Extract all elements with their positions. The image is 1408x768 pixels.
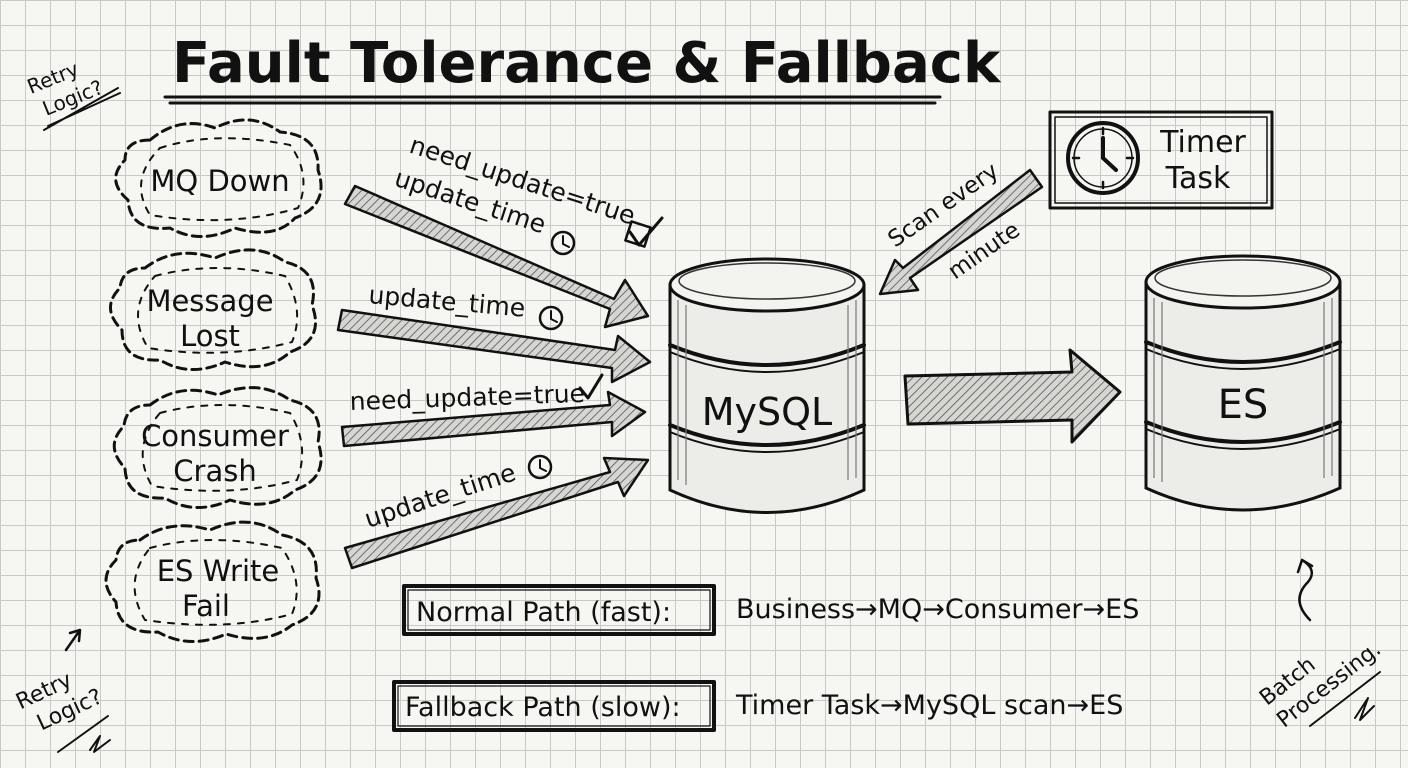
failure-es-write-fail-line1: ES Write: [157, 554, 280, 588]
failure-message-lost-line2: Lost: [180, 319, 240, 353]
batch-note: Batch Processing.: [1255, 637, 1386, 733]
clock-icon: [538, 305, 564, 331]
mysql-database: MySQL: [668, 257, 866, 514]
batch-underline: [1309, 671, 1381, 727]
arrow-lost-to-mysql: [336, 308, 652, 384]
timer-task-box: Timer Task: [1048, 110, 1274, 210]
retry-bottom-arrow: [64, 628, 82, 652]
fallback-path-label: Fallback Path (slow):: [405, 692, 681, 723]
arrow-eswrite-to-mysql: [343, 456, 650, 570]
arrow-mq-to-mysql: [343, 184, 650, 329]
clock-icon: [527, 454, 553, 480]
clock-icon: [550, 230, 576, 256]
es-label: ES: [1218, 382, 1269, 428]
failure-message-lost: Message Lost: [109, 248, 317, 372]
arrow-timer-to-mysql: [878, 168, 1044, 296]
normal-path-label: Normal Path (fast):: [416, 597, 671, 628]
failure-consumer-crash: Consumer Crash: [112, 386, 323, 510]
timer-clock-icon: [1066, 121, 1140, 195]
check-icon: [578, 373, 604, 400]
failure-mq-down-label: MQ Down: [150, 164, 289, 198]
retry-note-top: Retry Logic?: [24, 57, 107, 121]
arrow-crash-to-mysql: [340, 390, 647, 448]
failure-consumer-crash-line2: Crash: [173, 454, 256, 488]
failure-es-write-fail-line2: Fail: [182, 589, 230, 623]
failure-mq-down: MQ Down: [114, 118, 323, 238]
failure-consumer-crash-line1: Consumer: [141, 419, 289, 453]
retry-bottom-underline: [57, 715, 111, 753]
normal-path-value: Business→MQ→Consumer→ES: [736, 594, 1139, 625]
check-box-icon: [624, 216, 664, 248]
retry-top-underline: [43, 87, 121, 131]
failure-es-write-fail: ES Write Fail: [104, 520, 321, 644]
page-title: Fault Tolerance & Fallback: [172, 31, 1002, 96]
fallback-path-legend: Fallback Path (slow): Timer Task→MySQL s…: [392, 680, 1123, 732]
es-database: ES: [1144, 254, 1342, 512]
arrow-mysql-to-es: [903, 348, 1122, 444]
fallback-path-value: Timer Task→MySQL scan→ES: [735, 690, 1123, 721]
timer-label-line1: Timer: [1159, 125, 1246, 160]
failure-message-lost-line1: Message: [146, 284, 273, 318]
normal-path-legend: Normal Path (fast): Business→MQ→Consumer…: [402, 584, 1139, 636]
mysql-label: MySQL: [702, 390, 832, 434]
batch-arrow: [1296, 558, 1314, 622]
timer-label-line2: Task: [1165, 161, 1231, 196]
title-underline: [163, 95, 942, 105]
